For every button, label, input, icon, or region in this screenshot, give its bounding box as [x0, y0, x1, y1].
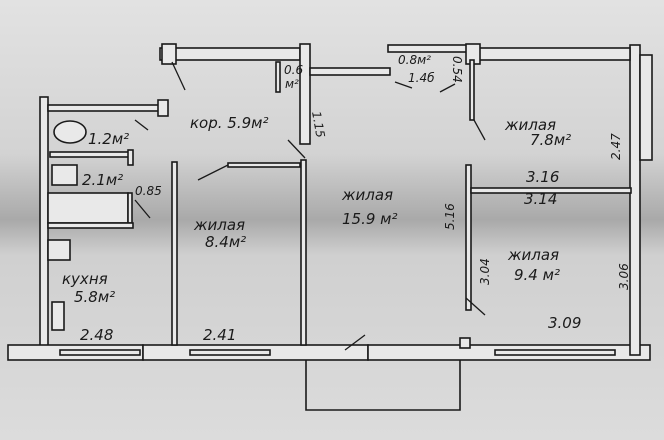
wall-toilet-top	[47, 104, 161, 112]
wall-right	[629, 44, 641, 356]
window-room4	[494, 349, 616, 356]
wall-room1-top	[227, 162, 301, 168]
toilet-label: 1.2м²	[88, 130, 129, 148]
wall-closet1	[275, 61, 281, 93]
wall-top-2	[309, 67, 391, 76]
bathtub	[47, 192, 129, 224]
room2-area: 15.9 м²	[342, 210, 398, 228]
bath-door-dim: 0.85	[135, 184, 162, 198]
closet1-area: 0.6	[284, 63, 303, 77]
walls	[7, 43, 653, 411]
toilet-bowl	[53, 120, 87, 144]
room4-left-dim: 3.04	[478, 258, 492, 285]
labels: кор. 5.9м² 1.2м² 2.1м² 0.85 кухня 5.8м² …	[62, 53, 631, 344]
wall-room3-room4	[470, 187, 632, 194]
door-room3	[473, 119, 486, 141]
room3-side-dim: 2.47	[609, 133, 623, 160]
door-room1	[197, 164, 229, 181]
wall-pillar-3	[157, 99, 169, 117]
door-entrance	[171, 61, 186, 91]
door-bath	[134, 199, 151, 219]
wall-pillar-1	[161, 43, 177, 65]
bathroom-label: 2.1м²	[82, 171, 123, 189]
window-room3	[639, 54, 653, 161]
wall-toilet-end	[127, 149, 134, 166]
room1-name: жилая	[193, 216, 245, 234]
door-toilet	[134, 119, 149, 131]
room2-name: жилая	[341, 186, 393, 204]
room4-area: 9.4 м²	[514, 266, 560, 284]
radiator	[459, 337, 471, 349]
kitchen-area: 5.8м²	[74, 288, 115, 306]
kitchen-width-dim: 2.48	[80, 326, 113, 344]
room1-area: 8.4м²	[205, 233, 246, 251]
door-closet2b	[439, 83, 456, 93]
wall-room3-left	[469, 59, 475, 121]
window-room1	[189, 349, 271, 356]
door-room2	[287, 139, 306, 159]
room4-name: жилая	[507, 246, 559, 264]
stove	[51, 301, 65, 331]
closet2-area: 0.8м²	[398, 53, 431, 67]
wall-left	[39, 96, 49, 351]
closet1-unit: м²	[285, 77, 299, 91]
wall-room2-room4	[465, 164, 472, 311]
wall-top-4	[469, 47, 631, 61]
door-closet2	[394, 81, 413, 89]
door-room4	[465, 297, 486, 316]
corridor-door-dim: 1.15	[309, 110, 327, 139]
wall-room1-room2	[300, 159, 307, 346]
room3-area: 7.8м²	[530, 131, 571, 149]
room4-top-dim: 3.14	[524, 190, 557, 208]
room3-name: жилая	[504, 116, 556, 134]
corridor-label: кор. 5.9м²	[190, 114, 268, 132]
wall-bath-bottom	[47, 222, 134, 229]
wall-kitchen-room1	[171, 161, 178, 346]
room3-bottom-dim: 3.16	[526, 168, 559, 186]
room1-width-dim: 2.41	[203, 326, 236, 344]
room4-bottom-dim: 3.09	[548, 314, 581, 332]
closet2-dim: 1.4б	[408, 71, 435, 85]
kitchen-name: кухня	[62, 270, 108, 288]
closet2-side-dim: 0.54	[450, 56, 464, 83]
sink	[51, 164, 78, 186]
wall-bath-right	[127, 192, 133, 224]
wall-top-1	[159, 47, 301, 61]
room2-depth-dim: 5.16	[443, 203, 457, 230]
wall-corridor-right	[299, 43, 311, 145]
kitchen-sink	[47, 239, 71, 261]
window-kitchen	[59, 349, 141, 356]
balcony	[305, 360, 461, 411]
room4-right-dim: 3.06	[617, 263, 631, 290]
wall-toilet-bath	[49, 151, 131, 158]
wall-top-3	[387, 44, 471, 53]
door-balcony	[344, 334, 366, 351]
